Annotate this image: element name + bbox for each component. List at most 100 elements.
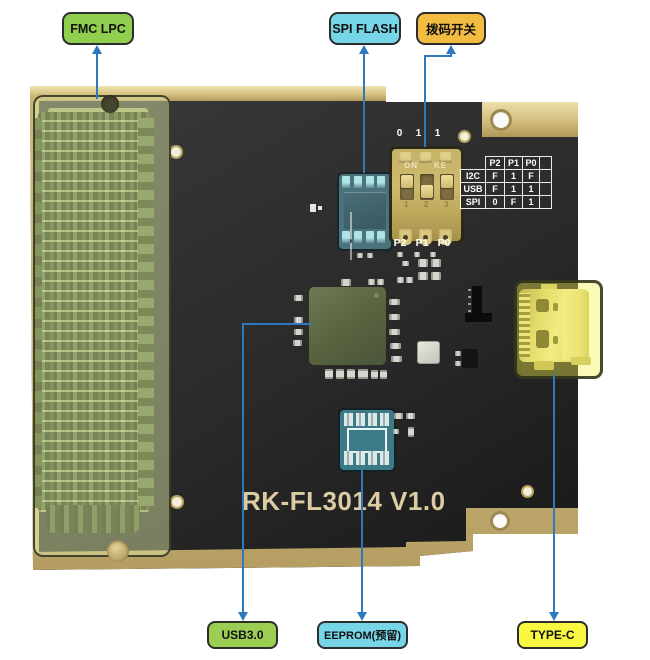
table-row-label: SPI bbox=[460, 195, 486, 209]
solder-pad bbox=[368, 413, 377, 426]
usbc-connector-slot bbox=[536, 330, 549, 348]
solder-pad bbox=[344, 451, 353, 465]
passive-component bbox=[389, 314, 400, 320]
table-cell: 1 bbox=[504, 169, 523, 183]
dip-value: 0 bbox=[396, 128, 403, 139]
small-ic bbox=[462, 349, 478, 368]
dip-pin-label: P1 bbox=[415, 237, 429, 249]
pin1-marker bbox=[374, 293, 379, 298]
dip-contact bbox=[439, 152, 452, 163]
eeprom-footprint bbox=[338, 408, 396, 472]
fmc-highlight-overlay bbox=[33, 95, 171, 557]
passive-component bbox=[393, 429, 399, 434]
usbc-connector-detail bbox=[553, 303, 558, 311]
dip-number: 3 bbox=[444, 200, 449, 209]
passive-component bbox=[336, 369, 344, 379]
passive-component bbox=[430, 252, 436, 257]
table-row-label: I2C bbox=[460, 169, 486, 183]
passive-component bbox=[294, 317, 303, 323]
passive-component bbox=[397, 277, 404, 283]
table-cell: 1 bbox=[522, 195, 540, 209]
usbc-connector-tab bbox=[541, 284, 557, 290]
usbc-connector-pins bbox=[519, 293, 530, 357]
dip-contact bbox=[419, 227, 432, 245]
passive-component bbox=[455, 361, 461, 366]
passive-component bbox=[408, 427, 414, 437]
screw-hole bbox=[107, 540, 129, 562]
passive-component bbox=[431, 272, 441, 280]
passive-component bbox=[418, 272, 428, 280]
arrowhead-icon bbox=[238, 612, 248, 621]
table-cell: F bbox=[522, 169, 540, 183]
passive-component bbox=[455, 351, 461, 356]
gold-frame-top bbox=[30, 86, 386, 101]
passive-component bbox=[377, 279, 384, 285]
passive-component bbox=[357, 253, 363, 258]
footprint-outline bbox=[347, 428, 387, 453]
passive-component bbox=[367, 253, 373, 258]
dip-slider bbox=[400, 174, 414, 200]
passive-component bbox=[391, 356, 402, 362]
label-fmc-lpc: FMC LPC bbox=[62, 12, 134, 45]
via-hole bbox=[523, 487, 532, 496]
dip-contact bbox=[399, 227, 412, 245]
passive-component bbox=[380, 370, 387, 379]
passive-component bbox=[431, 259, 441, 267]
table-row: SPI 0 F 1 bbox=[460, 195, 552, 209]
dip-knob bbox=[421, 185, 433, 198]
chip-pin bbox=[354, 231, 362, 243]
callout-line-fmc bbox=[96, 53, 98, 99]
passive-component bbox=[294, 329, 303, 335]
typec-highlight-overlay bbox=[514, 280, 603, 379]
chip-pin bbox=[354, 176, 362, 188]
usbc-connector-foot bbox=[534, 361, 554, 370]
table-cell: 1 bbox=[522, 182, 540, 196]
callout-line-usb bbox=[242, 323, 244, 613]
passive-component bbox=[294, 295, 303, 301]
silkscreen-mark bbox=[310, 204, 316, 212]
silkscreen-line bbox=[350, 212, 352, 260]
table-row-label: USB bbox=[460, 182, 486, 196]
via-hole bbox=[172, 497, 182, 507]
label-eeprom: EEPROM(预留) bbox=[317, 621, 408, 649]
dip-switch: ON KE 1 2 3 bbox=[389, 146, 464, 245]
via-hole bbox=[460, 132, 469, 141]
passive-component bbox=[341, 279, 351, 286]
dip-pin-label: P2 bbox=[393, 237, 407, 249]
spi-flash-chip bbox=[337, 172, 393, 260]
dip-contact bbox=[439, 227, 452, 245]
usbc-connector-foot bbox=[571, 357, 591, 365]
callout-line-usb bbox=[242, 323, 311, 325]
dip-contact-hole bbox=[423, 235, 428, 240]
mounting-hole bbox=[490, 511, 510, 531]
solder-pad bbox=[344, 413, 353, 426]
callout-line-dip bbox=[424, 55, 426, 147]
solder-pad bbox=[380, 413, 389, 426]
pin-header bbox=[468, 286, 482, 317]
passive-component bbox=[325, 369, 333, 379]
dip-contact-hole bbox=[403, 235, 408, 240]
dip-number: 1 bbox=[404, 200, 409, 209]
header-pin bbox=[468, 296, 471, 298]
arrowhead-icon bbox=[357, 612, 367, 621]
fmc-connector-edge bbox=[34, 118, 42, 508]
table-row: P2 P1 P0 bbox=[461, 156, 552, 170]
via-hole bbox=[171, 147, 181, 157]
table-cell bbox=[539, 182, 552, 196]
board-model-text: RK-FL3014 V1.0 bbox=[242, 486, 446, 516]
chip-pin bbox=[366, 231, 374, 243]
callout-line-eeprom bbox=[361, 468, 363, 613]
usbc-connector-slot bbox=[536, 299, 549, 312]
chip-pin bbox=[342, 231, 350, 243]
dip-knob bbox=[401, 175, 413, 188]
header-pin bbox=[468, 303, 471, 305]
header-pin bbox=[468, 289, 471, 291]
table-row: I2C F 1 F bbox=[460, 169, 552, 183]
dip-value: 1 bbox=[434, 128, 441, 139]
label-dip-switch: 拨码开关 bbox=[416, 12, 486, 45]
dip-pin-label: P0 bbox=[437, 237, 451, 249]
passive-component bbox=[397, 252, 403, 257]
passive-component bbox=[418, 259, 428, 267]
screw-hole bbox=[101, 95, 119, 113]
